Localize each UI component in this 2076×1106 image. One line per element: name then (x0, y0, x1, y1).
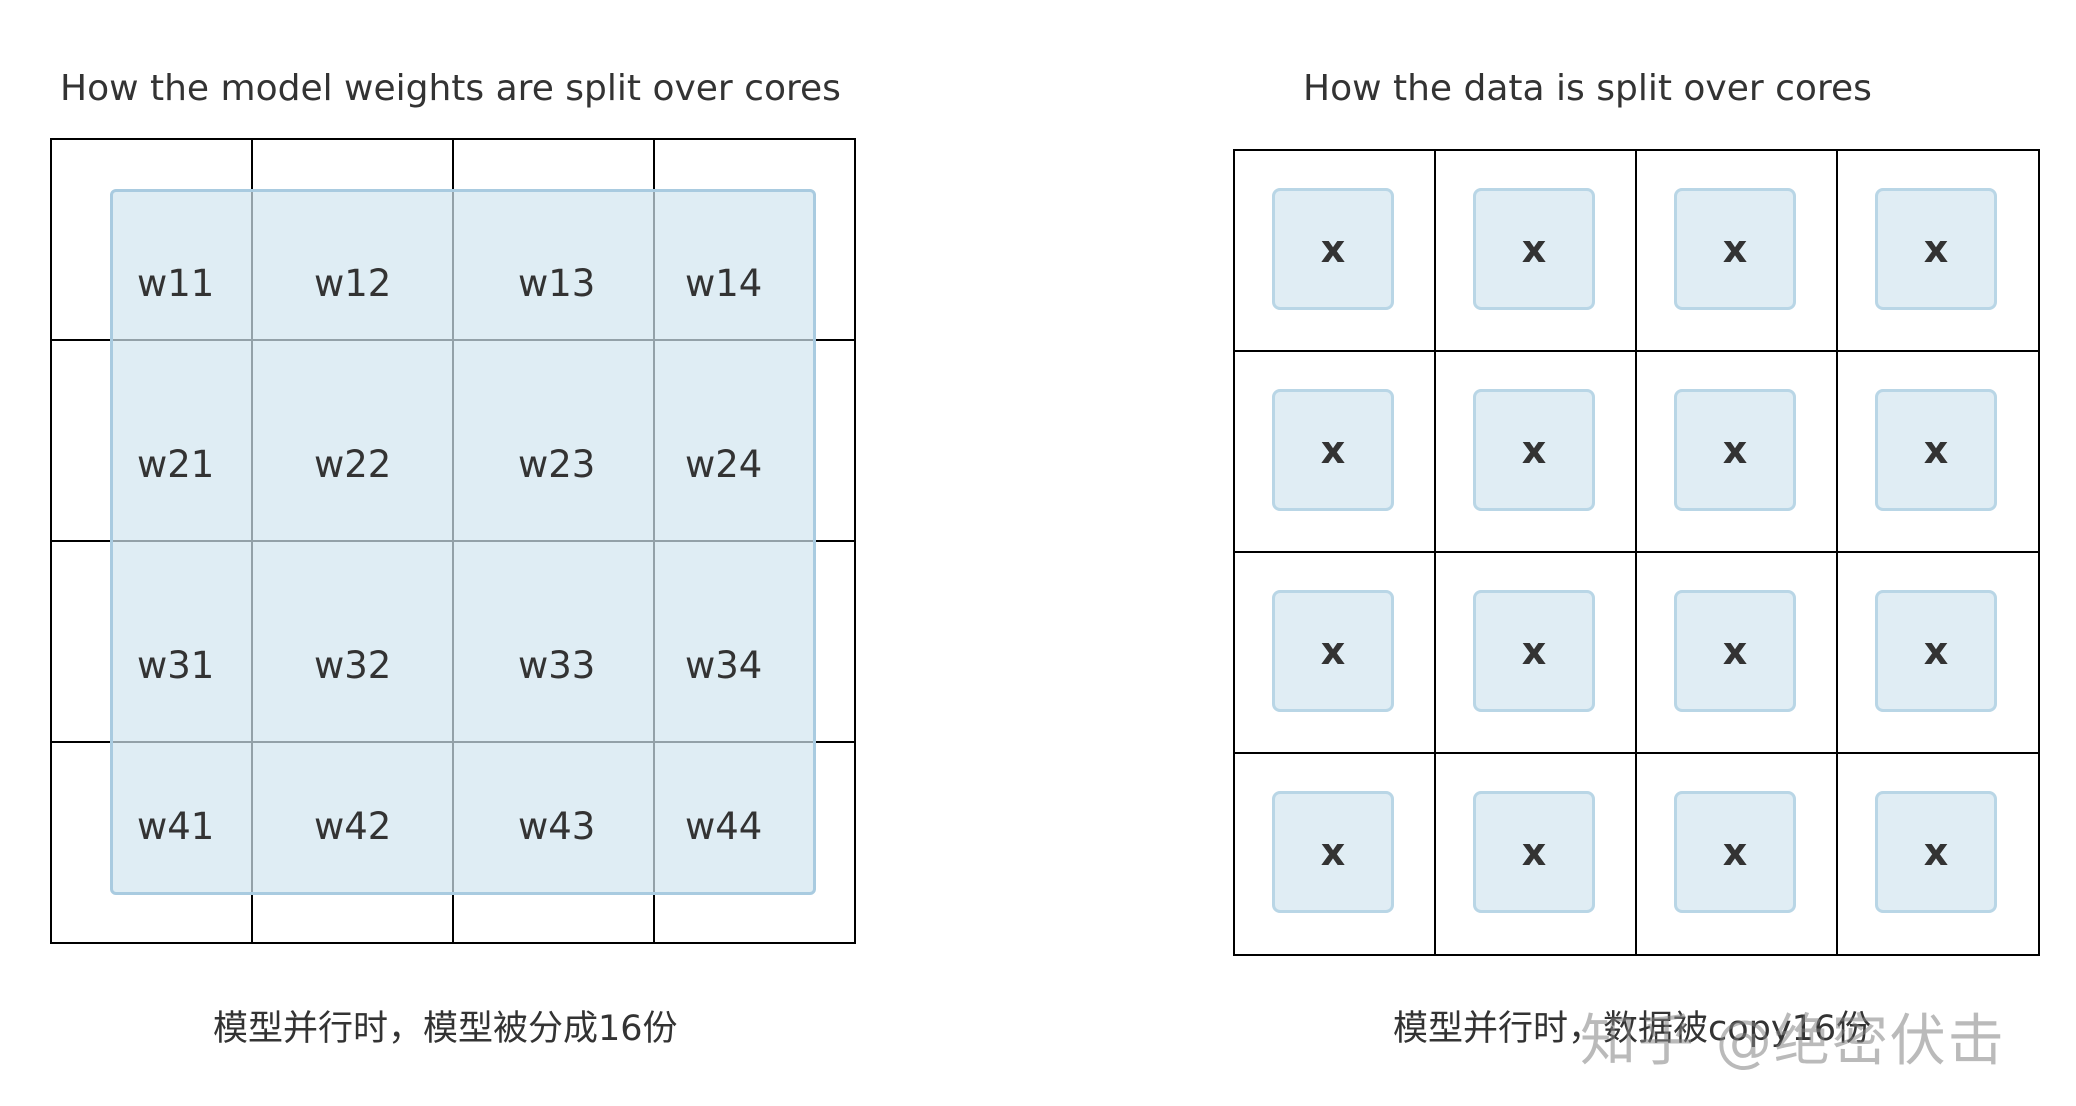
left-title: How the model weights are split over cor… (60, 68, 841, 109)
data-cell-x: x (1473, 389, 1595, 511)
weight-label: w34 (685, 644, 763, 687)
weight-label: w33 (518, 644, 596, 687)
data-cell-x: x (1875, 791, 1997, 913)
weight-label: w23 (518, 443, 596, 486)
weight-label: w13 (518, 262, 596, 305)
weight-label: w12 (314, 262, 392, 305)
weight-label: w41 (137, 805, 215, 848)
weight-label: w42 (314, 805, 392, 848)
right-title: How the data is split over cores (1303, 68, 1872, 109)
weight-label: w43 (518, 805, 596, 848)
data-cell-x: x (1473, 791, 1595, 913)
weight-label: w11 (137, 262, 215, 305)
data-cell-x: x (1272, 590, 1394, 712)
weight-label: w32 (314, 644, 392, 687)
data-cell-x: x (1473, 188, 1595, 310)
weight-label: w14 (685, 262, 763, 305)
grid-line (1235, 752, 2038, 754)
data-cell-x: x (1875, 389, 1997, 511)
grid-line (1235, 551, 2038, 553)
data-cell-x: x (1674, 188, 1796, 310)
data-cell-x: x (1473, 590, 1595, 712)
data-cell-x: x (1875, 188, 1997, 310)
left-caption: 模型并行时，模型被分成16份 (213, 1009, 678, 1049)
weight-label: w44 (685, 805, 763, 848)
right-caption: 模型并行时，数据被copy16份 (1393, 1009, 1872, 1049)
data-cell-x: x (1674, 590, 1796, 712)
weights-block (110, 189, 816, 895)
watermark: 知乎 @绝密伏击 (1580, 1009, 2006, 1074)
data-cell-x: x (1272, 791, 1394, 913)
data-cell-x: x (1674, 791, 1796, 913)
weight-label: w24 (685, 443, 763, 486)
grid-line (1235, 350, 2038, 352)
data-cell-x: x (1272, 188, 1394, 310)
data-cell-x: x (1875, 590, 1997, 712)
data-grid (1233, 149, 2040, 956)
data-cell-x: x (1674, 389, 1796, 511)
weight-label: w31 (137, 644, 215, 687)
weight-label: w22 (314, 443, 392, 486)
weight-label: w21 (137, 443, 215, 486)
data-cell-x: x (1272, 389, 1394, 511)
